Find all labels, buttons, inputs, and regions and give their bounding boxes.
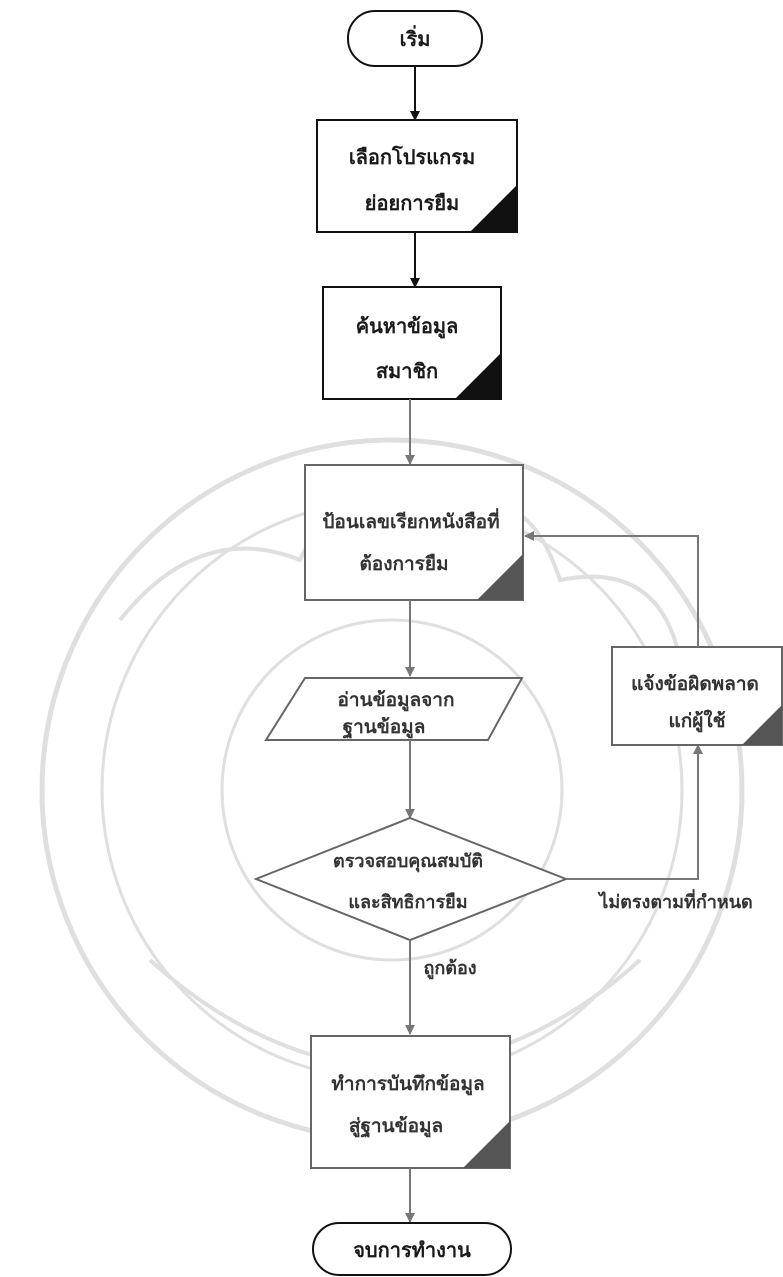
notify-error-label-2: แก่ผู้ใช้ [668,709,725,733]
start-label: เริ่ม [400,24,431,51]
select-program-label-1: เลือกโปรแกรม [349,145,475,169]
notify-error-box [611,646,783,746]
select-program-box [316,119,518,233]
arrow-notify-to-enter [524,531,699,647]
correct-label: ถูกต้อง [423,958,476,980]
enter-call-number-box [304,464,524,601]
enter-call-number-label-1: ป้อนเลขเรียกหนังสือที่ [322,508,499,533]
end-terminal [312,1222,512,1276]
read-database-label-2: ฐานข้อมูล [343,716,426,740]
check-eligibility-label-1: ตรวจสอบคุณสมบัติ [333,851,483,873]
search-member-box [322,286,502,400]
read-database-parallelogram [264,677,524,741]
select-program-label-2: ย่อยการยืม [365,191,459,215]
check-eligibility-label-2: และสิทธิการยืม [348,892,467,913]
search-member-label-2: สมาชิก [376,359,438,383]
not-match-label: ไม่ตรงตามที่กำหนด [597,889,752,913]
read-database-label-1: อ่านข้อมูลจาก [338,689,455,712]
enter-call-number-label-2: ต้องการยืม [359,553,448,575]
search-member-label-1: ค้นหาข้อมูล [356,314,459,340]
save-record-label-2: สู่ฐานข้อมูล [349,1115,443,1139]
save-record-label-1: ทำการบันทึกข้อมูล [331,1073,484,1096]
arrow-check-to-notify [566,744,703,880]
end-label: จบการทำงาน [353,1238,471,1262]
check-eligibility-decision [253,816,569,942]
save-record-box [310,1035,511,1169]
notify-error-label-1: แจ้งข้อผิดพลาด [631,673,759,695]
